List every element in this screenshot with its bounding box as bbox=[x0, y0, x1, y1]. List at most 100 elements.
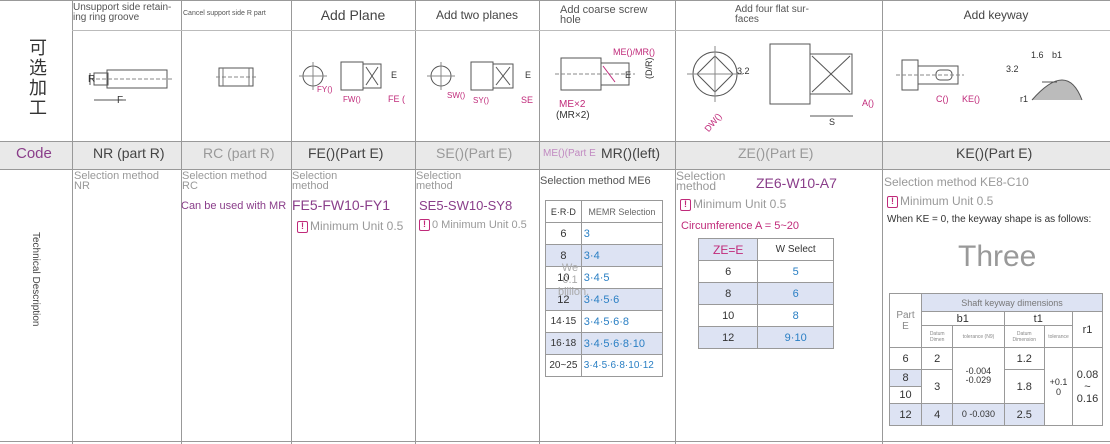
ke-unit: !Minimum Unit 0.5 bbox=[887, 194, 993, 208]
ke-header: t1 bbox=[1003, 311, 1073, 326]
code-rc: RC (part R) bbox=[203, 145, 275, 161]
code-fe: FE()(Part E) bbox=[308, 145, 384, 161]
ze-cell: 5 bbox=[757, 260, 834, 283]
label-dr: (D/R) bbox=[644, 58, 654, 80]
label-32: 3.2 bbox=[737, 66, 750, 76]
ke-cell: 0.08 ~ 0.16 bbox=[1072, 347, 1103, 426]
grid-line bbox=[72, 30, 1110, 31]
memr-overlay: We 0.1 billion. bbox=[558, 262, 590, 298]
grid-line bbox=[291, 0, 292, 444]
label-32: 3.2 bbox=[1006, 64, 1019, 74]
label-mex2: ME×2 bbox=[559, 99, 586, 110]
ke-cell: 2 bbox=[920, 347, 954, 370]
se-example: SE5-SW10-SY8 bbox=[419, 198, 513, 213]
grid-line bbox=[0, 141, 1110, 142]
ze-circ: Circumference A = 5~20 bbox=[681, 220, 800, 232]
me-drawing: ME()/MR() E (D/R) ME×2 (MR×2) bbox=[555, 47, 655, 121]
ke-note: When KE = 0, the keyway shape is as foll… bbox=[887, 214, 1092, 225]
ke-cell: 10 bbox=[889, 386, 922, 404]
label-dw: DW() bbox=[703, 111, 724, 134]
memr-cell: 8 bbox=[545, 244, 582, 267]
ke-header: r1 bbox=[1072, 311, 1103, 348]
ke-subheader: Datum Dimen bbox=[920, 325, 954, 348]
header-ke: Add keyway bbox=[963, 8, 1029, 22]
memr-cell: 14·15 bbox=[545, 310, 582, 333]
ze-drawing: 3.2 DW() A() S bbox=[687, 43, 874, 134]
fe-method: Selection method bbox=[292, 170, 338, 192]
memr-cell: 3 bbox=[580, 222, 664, 245]
label-se: SE bbox=[521, 95, 533, 105]
ke-cell: 12 bbox=[889, 403, 922, 426]
code-se: SE()(Part E) bbox=[436, 145, 513, 161]
se-method: Selection method bbox=[416, 170, 462, 192]
label-r1: r1 bbox=[1020, 94, 1028, 104]
label-c: C() bbox=[936, 94, 949, 104]
rc-note: Can be used with MR bbox=[181, 200, 287, 212]
label-r: R bbox=[88, 74, 95, 85]
ke-cell: +0.1 0 bbox=[1044, 347, 1073, 426]
label-fy: FY() bbox=[317, 85, 333, 94]
nr-drawing: R F bbox=[88, 69, 172, 106]
label-16: 1.6 bbox=[1031, 50, 1044, 60]
grid-line bbox=[0, 441, 1110, 442]
ke-header: Shaft keyway dimensions bbox=[921, 293, 1103, 312]
label-fe: FE ( bbox=[388, 94, 405, 104]
code-nr: NR (part R) bbox=[93, 145, 165, 161]
se-unit: !0 Minimum Unit 0.5 bbox=[419, 219, 527, 232]
ke-cell: 1.8 bbox=[1003, 369, 1045, 404]
code-ze: ZE()(Part E) bbox=[738, 145, 814, 161]
ze-cell: 10 bbox=[697, 304, 759, 327]
ke-cell: 3 bbox=[920, 369, 954, 404]
fe-example: FE5-FW10-FY1 bbox=[292, 197, 391, 213]
warn-icon: ! bbox=[680, 198, 691, 211]
rc-drawing bbox=[216, 67, 257, 87]
code-ke: KE()(Part E) bbox=[956, 145, 1033, 161]
ke-subheader: tolerance bbox=[1044, 325, 1073, 348]
memr-cell: 6 bbox=[545, 222, 582, 245]
header-me: Add coarse screw hole bbox=[560, 4, 648, 26]
grid-line bbox=[0, 169, 1110, 170]
ke-cell: 8 bbox=[889, 369, 922, 387]
label-e: E bbox=[625, 70, 631, 80]
ke-header: Part E bbox=[889, 293, 922, 348]
warn-icon: ! bbox=[419, 219, 430, 232]
se-drawing: SW() SY() SE E bbox=[427, 61, 533, 105]
ze-cell: 6 bbox=[757, 282, 834, 305]
grid-line bbox=[539, 0, 540, 444]
memr-header: E·R·D bbox=[545, 200, 582, 223]
label-me-mr: ME()/MR() bbox=[613, 47, 655, 57]
ze-cell: 9·10 bbox=[757, 326, 834, 349]
grid-line bbox=[181, 0, 182, 444]
header-rc: Cancel support side R part bbox=[183, 10, 266, 17]
warn-icon: ! bbox=[297, 220, 308, 233]
ze-header: ZE=E bbox=[697, 238, 759, 261]
ke-table: Part E Shaft keyway dimensions b1 t1 r1 … bbox=[889, 293, 1103, 426]
grid-line bbox=[415, 0, 416, 444]
label-e: E bbox=[525, 70, 531, 80]
grid-line bbox=[0, 0, 1110, 1]
memr-cell: 20~25 bbox=[545, 354, 582, 377]
header-ze: Add four flat sur-faces bbox=[735, 4, 809, 25]
ke-cell: 4 bbox=[920, 403, 954, 426]
ze-unit: !Minimum Unit 0.5 bbox=[680, 197, 786, 211]
ze-cell: 8 bbox=[757, 304, 834, 327]
memr-cell: 3·4·5·6·8 bbox=[580, 310, 664, 333]
label-sy: SY() bbox=[473, 96, 489, 105]
ke-cell: 1.2 bbox=[1003, 347, 1045, 370]
grid-line bbox=[675, 0, 676, 444]
label-sw: SW() bbox=[447, 91, 466, 100]
ke-drawing: C() KE() 3.2 1.6 b1 r1 bbox=[896, 50, 1083, 104]
label-mrx2: (MR×2) bbox=[556, 110, 590, 121]
ke-subheader: tolerance (N9) bbox=[952, 325, 1005, 348]
memr-header: MEMR Selection bbox=[580, 200, 664, 223]
ze-method: Selection method bbox=[676, 169, 726, 193]
ke-subheader: Datum Dimension bbox=[1003, 325, 1045, 348]
header-nr: Unsupport side retain-ing ring groove bbox=[73, 2, 172, 23]
label-b1: b1 bbox=[1052, 50, 1062, 60]
label-a: A() bbox=[862, 98, 874, 108]
row-label-optional: 可选加工 bbox=[27, 38, 47, 118]
label-f: F bbox=[117, 95, 123, 106]
code-row-band bbox=[0, 141, 1110, 169]
ze-cell: 8 bbox=[697, 282, 759, 305]
